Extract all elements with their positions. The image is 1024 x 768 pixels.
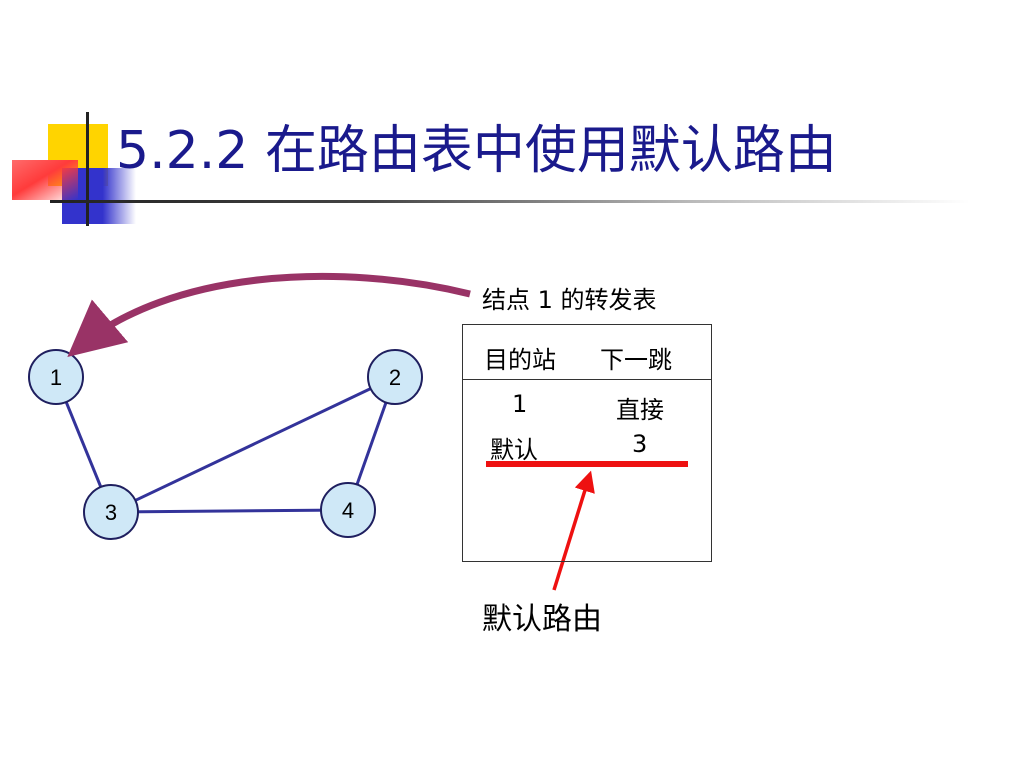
table-row-2-destination: 默认: [490, 436, 538, 464]
table-header-separator: [463, 379, 711, 380]
node-circle-3: [83, 484, 139, 540]
table-row-2-next-hop: 3: [632, 430, 648, 458]
node-3: 3: [83, 484, 139, 540]
default-route-arrow: [552, 470, 595, 591]
table-row-1-next-hop: 直接: [616, 396, 664, 424]
node-1: 1: [28, 349, 84, 405]
forwarding-table-caption: 结点 1 的转发表: [482, 286, 657, 314]
node-label-3: 3: [105, 500, 117, 525]
node-circle-1: [28, 349, 84, 405]
node-circle-2: [367, 349, 423, 405]
node-label-1: 1: [50, 365, 62, 390]
forwarding-table: [462, 324, 712, 562]
title-underline: [50, 200, 970, 203]
edge-3-4: [110, 508, 349, 514]
table-row-1-destination: 1: [512, 390, 528, 418]
title-ornament-red-square: [12, 160, 78, 200]
edge-3-2: [110, 375, 396, 514]
table-header-next-hop: 下一跳: [600, 346, 672, 374]
node-2: 2: [367, 349, 423, 405]
node-4: 4: [320, 482, 376, 538]
title-ornament-vertical-line: [86, 112, 89, 226]
node-circle-4: [320, 482, 376, 538]
default-route-label: 默认路由: [482, 602, 602, 637]
node-label-2: 2: [389, 365, 401, 390]
node-label-4: 4: [342, 498, 354, 523]
table-header-destination: 目的站: [484, 346, 556, 374]
slide-title: 5.2.2 在路由表中使用默认路由: [116, 121, 837, 181]
graph-nodes: 1 2 3 4: [28, 349, 423, 540]
forwarding-table-arrow: [67, 272, 471, 358]
